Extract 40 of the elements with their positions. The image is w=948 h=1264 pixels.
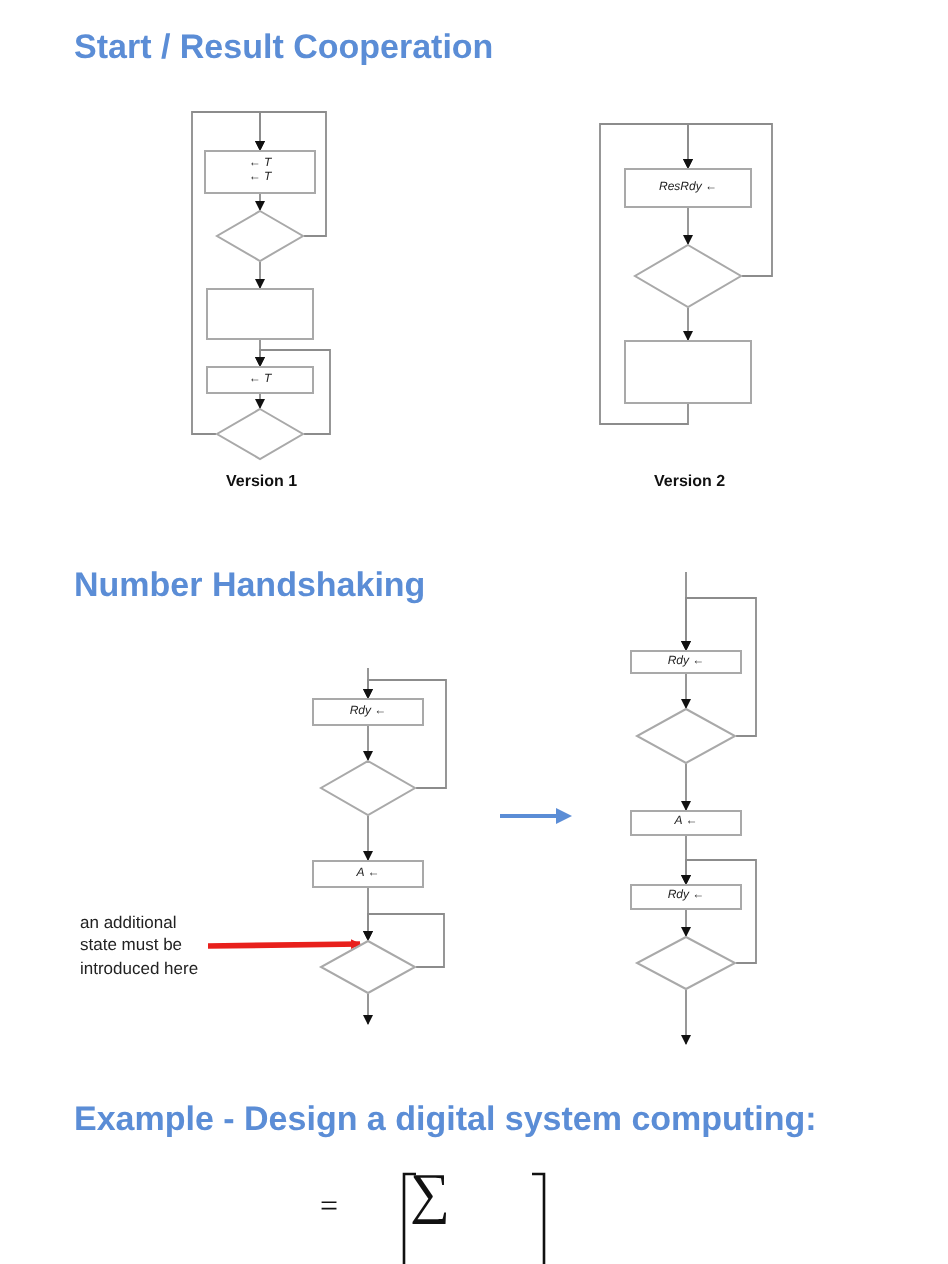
arrow [255, 393, 265, 409]
process-box [206, 288, 314, 340]
process-box [312, 698, 424, 726]
version-caption: Version 2 [654, 472, 726, 490]
arrow [363, 993, 373, 1025]
process-box [624, 168, 752, 208]
sum-symbol: ∑ [410, 1168, 450, 1224]
arrow [255, 349, 331, 435]
version-caption: Version 1 [226, 472, 298, 490]
arrow [255, 193, 265, 211]
arrow [363, 725, 373, 761]
arrow [255, 261, 265, 289]
equals-sign: = [320, 1192, 339, 1224]
process-box [630, 650, 742, 674]
process-box [206, 366, 314, 394]
arrow [681, 673, 691, 709]
process-box [312, 860, 424, 888]
process-box [204, 150, 316, 194]
process-box [630, 884, 742, 910]
arrow [599, 123, 693, 425]
arrow [191, 111, 265, 435]
arrow [255, 111, 327, 237]
arrow [683, 207, 693, 245]
arrow [363, 679, 447, 789]
arrow [363, 913, 445, 968]
process-box [624, 340, 752, 404]
arrow [363, 815, 373, 861]
leader-arrow [207, 939, 361, 950]
section-heading: Number Handshaking [74, 566, 426, 606]
arrow [683, 123, 773, 277]
arrow [681, 989, 691, 1045]
process-box [630, 810, 742, 836]
section-heading: Start / Result Cooperation [74, 28, 494, 68]
note-text: an additional state must be introduced here [80, 911, 201, 981]
arrow [681, 763, 691, 811]
arrow [681, 859, 757, 964]
arrow [683, 307, 693, 341]
section-heading: Example - Design a digital system computing: [74, 1100, 817, 1140]
arrow [681, 909, 691, 937]
arrow [681, 597, 757, 737]
